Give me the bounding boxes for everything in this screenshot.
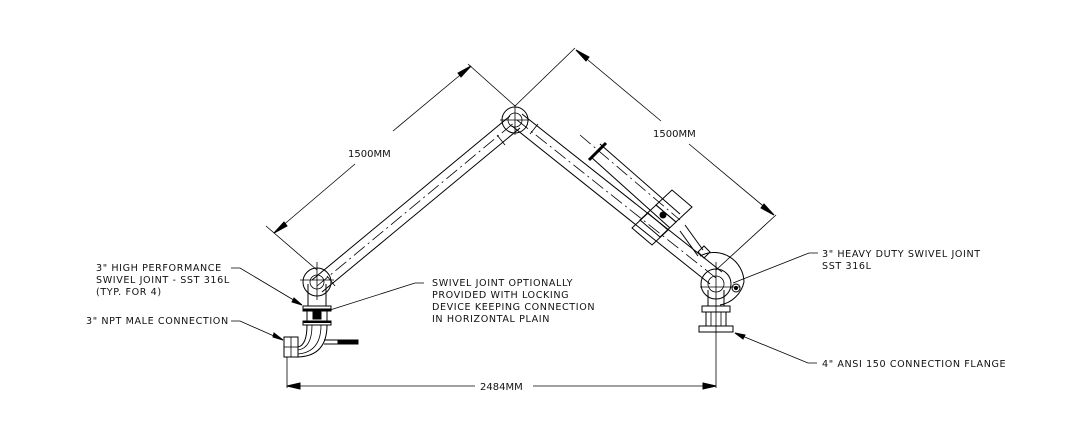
- left-arm-length-label: 1500MM: [348, 149, 391, 160]
- left-swivel-line-2: SWIVEL JOINT - SST 316L: [96, 275, 230, 286]
- dimension-left-arm: 1500MM: [265, 63, 516, 271]
- right-base-swivel: [698, 252, 745, 388]
- right-arm-length-label: 1500MM: [653, 129, 696, 140]
- dimension-base-span: 2484MM: [286, 382, 717, 393]
- callout-flange: 4" ANSI 150 CONNECTION FLANGE: [734, 332, 1006, 370]
- callout-npt-connection: 3" NPT MALE CONNECTION: [86, 316, 284, 341]
- right-swivel-line-1: 3" HEAVY DUTY SWIVEL JOINT: [822, 249, 981, 260]
- right-swivel-line-2: SST 316L: [822, 261, 872, 272]
- locking-swivel-line-1: SWIVEL JOINT OPTIONALLY: [432, 278, 573, 289]
- top-swivel-joint: [500, 105, 530, 135]
- callout-locking-swivel: SWIVEL JOINT OPTIONALLY PROVIDED WITH LO…: [329, 278, 595, 325]
- locking-swivel-line-2: PROVIDED WITH LOCKING: [432, 290, 569, 301]
- flange-label: 4" ANSI 150 CONNECTION FLANGE: [822, 359, 1006, 370]
- npt-elbow: [283, 324, 359, 388]
- locking-swivel-line-4: IN HORIZONTAL PLAIN: [432, 314, 550, 325]
- hydraulic-cylinder: [579, 134, 711, 259]
- left-swivel-line-1: 3" HIGH PERFORMANCE: [96, 263, 222, 274]
- left-swivel-line-3: (TYP. FOR 4): [96, 287, 162, 298]
- left-base-swivel: [300, 262, 334, 326]
- dimension-right-arm: 1500MM: [514, 47, 777, 271]
- callout-left-swivel: 3" HIGH PERFORMANCE SWIVEL JOINT - SST 3…: [96, 263, 303, 306]
- base-span-label: 2484MM: [480, 382, 523, 393]
- callout-right-swivel: 3" HEAVY DUTY SWIVEL JOINT SST 316L: [732, 249, 981, 284]
- right-arm-pipe: [511, 113, 723, 285]
- left-arm-pipe: [311, 115, 521, 293]
- locking-swivel-line-3: DEVICE KEEPING CONNECTION: [432, 302, 595, 313]
- npt-connection-label: 3" NPT MALE CONNECTION: [86, 316, 229, 327]
